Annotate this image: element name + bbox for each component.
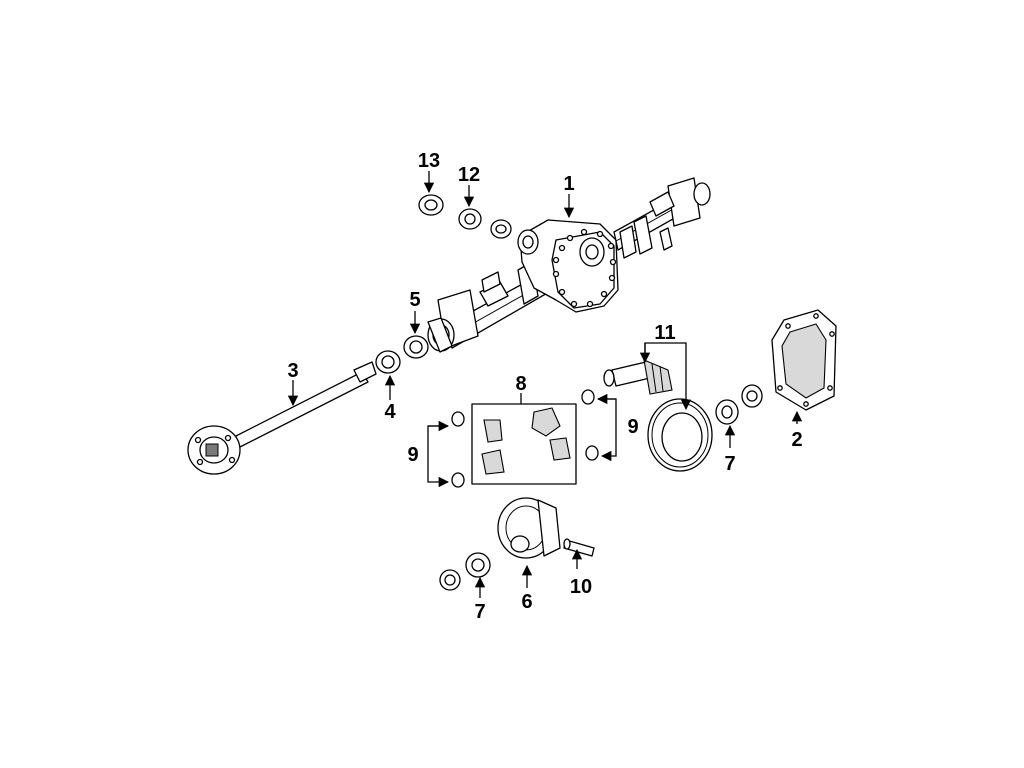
differential-gear-kit	[471, 403, 577, 485]
callout-11: 11	[654, 322, 675, 344]
callout-5: 5	[409, 289, 420, 311]
callout-6: 6	[521, 591, 532, 613]
callout-1: 1	[563, 173, 574, 195]
callout-labels: 1 2 3 4 5 6 7 7 8 9 9 10 11 12 13	[287, 150, 802, 623]
cross-pin	[563, 538, 595, 557]
axle-housing	[427, 177, 711, 353]
axle-shaft-seal	[375, 350, 401, 374]
differential-case	[497, 497, 561, 559]
ring-and-pinion	[603, 359, 713, 472]
callout-13: 13	[418, 150, 440, 172]
axle-bearing	[458, 208, 512, 239]
callout-7-right: 7	[724, 453, 735, 475]
leader-lines	[287, 171, 803, 598]
callout-9-left: 9	[407, 444, 418, 466]
callout-3: 3	[287, 360, 298, 382]
callout-7-left: 7	[474, 601, 485, 623]
axle-seal	[418, 194, 444, 216]
callout-2: 2	[791, 429, 802, 451]
differential-cover	[771, 309, 837, 411]
axle-shaft-bearing	[403, 335, 429, 359]
carrier-bearing-left	[439, 552, 491, 591]
callout-10: 10	[570, 576, 592, 598]
axle-shaft	[187, 361, 377, 475]
callout-9-right: 9	[627, 416, 638, 438]
carrier-bearing-right	[715, 384, 763, 425]
callout-8: 8	[515, 373, 526, 395]
callout-12: 12	[458, 164, 480, 186]
callout-4: 4	[384, 401, 396, 423]
thrust-washers	[451, 389, 599, 488]
